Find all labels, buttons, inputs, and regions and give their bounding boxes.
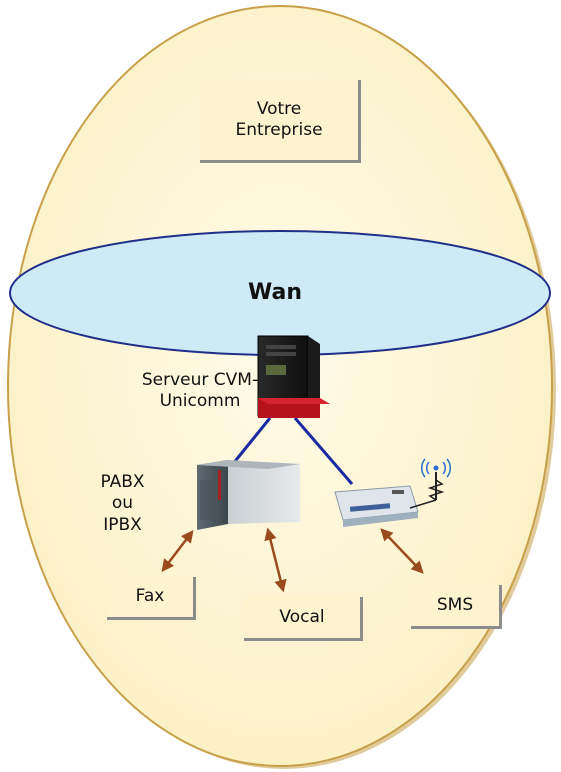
- wan-label: Wan: [248, 280, 302, 305]
- sms-label: SMS: [436, 594, 474, 615]
- pabx-cabinet-icon: [197, 460, 300, 530]
- server-label: Serveur CVM-Unicomm: [141, 370, 259, 412]
- arrow-pabx-vocal: [264, 527, 287, 593]
- pabx-label: PABX ou IPBX: [100, 472, 145, 535]
- company-box: Votre Entreprise: [200, 80, 361, 163]
- sms-box: SMS: [411, 585, 502, 629]
- fax-box: Fax: [107, 577, 196, 620]
- server-tower-icon: [257, 335, 330, 418]
- vocal-label: Vocal: [279, 606, 325, 627]
- arrow-modem-sms: [380, 528, 424, 574]
- company-label: Votre Entreprise: [235, 98, 323, 140]
- vocal-box: Vocal: [244, 597, 363, 641]
- fax-label: Fax: [135, 586, 165, 607]
- gsm-modem-icon: [334, 458, 451, 527]
- link-server-modem: [293, 417, 354, 485]
- arrow-pabx-fax: [161, 530, 194, 572]
